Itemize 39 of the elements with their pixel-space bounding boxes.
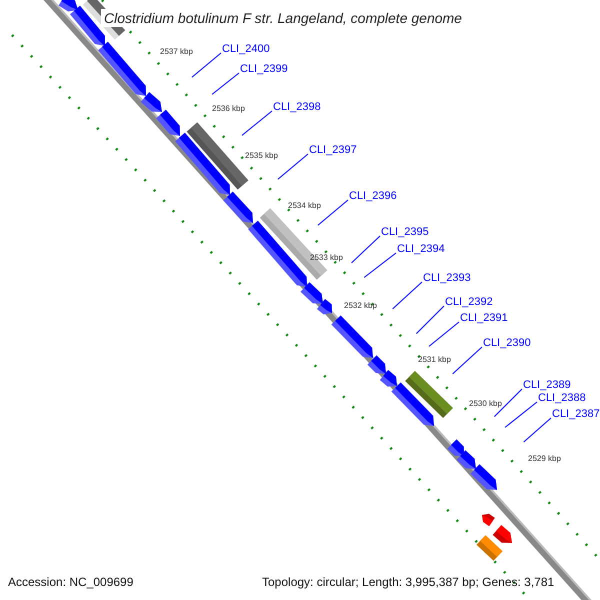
gene-label: CLI_2400 bbox=[222, 42, 270, 56]
leader-line bbox=[494, 388, 522, 418]
leader-line bbox=[351, 236, 380, 264]
gene-label: CLI_2390 bbox=[483, 336, 531, 350]
gene-label: CLI_2396 bbox=[349, 189, 397, 203]
leader-line bbox=[277, 154, 308, 180]
position-label: 2532 kbp bbox=[344, 301, 377, 311]
position-label: 2535 kbp bbox=[245, 151, 278, 161]
gene-label: CLI_2397 bbox=[309, 143, 357, 157]
leader-line bbox=[191, 52, 222, 78]
gene-label: CLI_2389 bbox=[523, 378, 571, 392]
gene-label: CLI_2394 bbox=[397, 242, 445, 256]
gene-label: CLI_2392 bbox=[445, 295, 493, 309]
accession-label: Accession: NC_009699 bbox=[8, 575, 134, 589]
position-label: 2530 kbp bbox=[469, 399, 502, 409]
genome-summary: Topology: circular; Length: 3,995,387 bp; Genes: 3,781 bbox=[262, 575, 554, 589]
position-label: 2536 kbp bbox=[212, 104, 245, 114]
leader-line bbox=[212, 72, 240, 95]
leader-line bbox=[392, 282, 422, 310]
position-label: 2534 kbp bbox=[288, 201, 321, 211]
leader-line bbox=[452, 346, 482, 374]
leader-line bbox=[317, 200, 348, 226]
gene-label: CLI_2395 bbox=[381, 225, 429, 239]
leader-line bbox=[428, 322, 460, 347]
gene-label: CLI_2388 bbox=[538, 391, 586, 405]
gene-label: CLI_2393 bbox=[423, 271, 471, 285]
gene-label: CLI_2399 bbox=[240, 62, 288, 76]
leader-line bbox=[523, 418, 552, 443]
leader-line bbox=[364, 252, 396, 278]
gene-label: CLI_2391 bbox=[460, 311, 508, 325]
leader-line bbox=[504, 402, 538, 428]
position-label: 2537 kbp bbox=[160, 47, 193, 57]
position-label: 2533 kbp bbox=[310, 253, 343, 263]
gene-label: CLI_2387 bbox=[552, 407, 600, 421]
position-label: 2529 kbp bbox=[528, 454, 561, 464]
leader-line bbox=[242, 110, 272, 136]
position-label: 2531 kbp bbox=[418, 355, 451, 365]
leader-line bbox=[416, 306, 444, 334]
gene-label: CLI_2398 bbox=[273, 100, 321, 114]
